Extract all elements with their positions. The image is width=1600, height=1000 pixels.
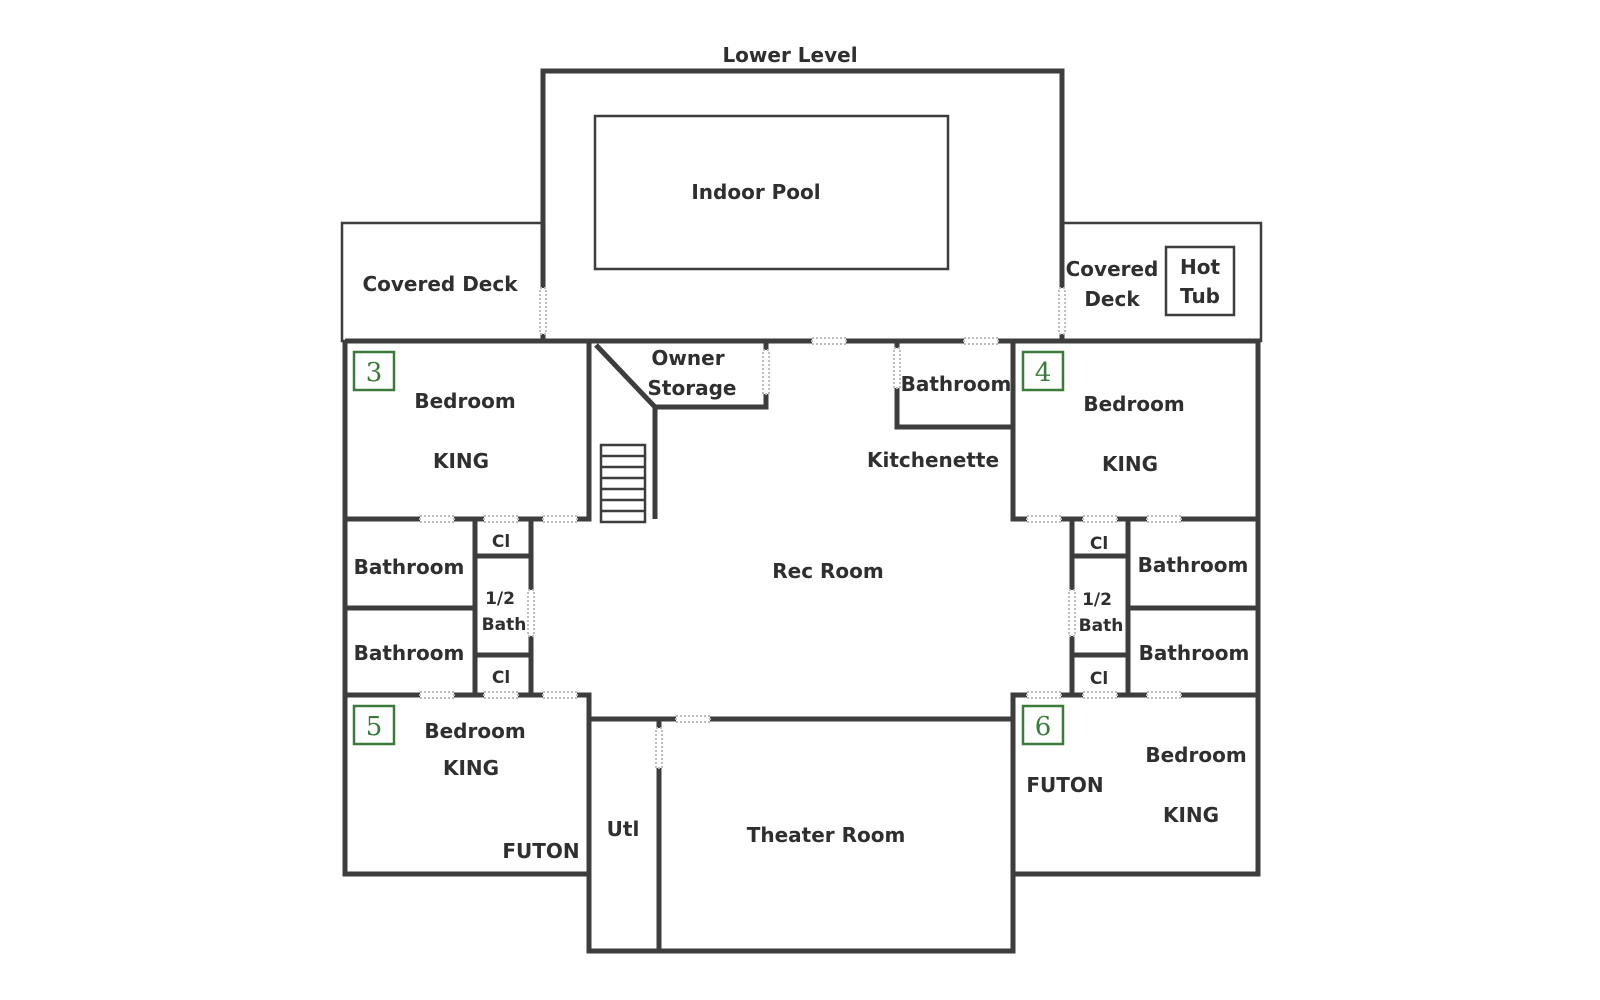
bedroom-6-extra: FUTON	[1026, 773, 1103, 797]
door	[762, 349, 770, 395]
bedroom-5-bed: KING	[443, 756, 499, 780]
left-half-bath-label-2: Bath	[482, 615, 527, 635]
doors	[419, 287, 1182, 769]
door	[1082, 515, 1118, 523]
hot-tub-label-1: Hot	[1180, 255, 1220, 279]
bedroom-badges: 3 4 5 6	[352, 350, 1065, 746]
stairs	[599, 443, 647, 524]
storage-diagonal	[594, 343, 657, 409]
hot-tub-label-2: Tub	[1180, 284, 1220, 308]
door	[1146, 515, 1182, 523]
door	[1146, 691, 1182, 699]
pool-hall-wall	[540, 68, 1065, 344]
bedroom-6-number: 6	[1035, 712, 1052, 742]
door	[655, 727, 663, 769]
door	[419, 691, 455, 699]
door	[893, 347, 901, 389]
left-bathroom-2-label: Bathroom	[354, 641, 465, 665]
left-half-bath-label-1: 1/2	[485, 589, 515, 609]
floor-title: Lower Level	[722, 43, 857, 67]
utl-label: Utl	[607, 817, 640, 841]
theater-room-label: Theater Room	[747, 823, 906, 847]
door	[1026, 691, 1062, 699]
indoor-pool-outline	[593, 114, 950, 271]
right-bathroom-1-label: Bathroom	[1138, 553, 1249, 577]
left-bathroom-1-label: Bathroom	[354, 555, 465, 579]
owner-storage-label-1: Owner	[651, 346, 724, 370]
bedroom-5-extra: FUTON	[502, 839, 579, 863]
door	[539, 287, 547, 335]
bedroom-4-label: Bedroom	[1083, 392, 1184, 416]
right-closet-1-label: Cl	[1090, 534, 1108, 554]
door	[1026, 515, 1062, 523]
left-closet-1-label: Cl	[492, 532, 510, 552]
top-right-bathroom-label: Bathroom	[901, 372, 1012, 396]
right-bathroom-2-label: Bathroom	[1139, 641, 1250, 665]
stairs-outline	[599, 443, 647, 524]
bedroom-3-bed: KING	[433, 449, 489, 473]
bedroom-4-bed: KING	[1102, 452, 1158, 476]
door	[1068, 589, 1076, 637]
covered-deck-right-label-1: Covered	[1066, 257, 1159, 281]
bedroom-6-bed: KING	[1163, 803, 1219, 827]
bedroom-4-badge	[1021, 350, 1065, 392]
bedroom-6-label: Bedroom	[1145, 743, 1246, 767]
hot-tub-outline	[1164, 245, 1236, 317]
door	[811, 337, 847, 345]
bedroom-3-badge	[352, 350, 396, 392]
bedroom-4-number: 4	[1035, 358, 1052, 388]
bedroom-6-badge	[1021, 704, 1065, 746]
bedroom-5-number: 5	[366, 712, 383, 742]
door	[483, 515, 519, 523]
owner-storage-label-2: Storage	[648, 376, 737, 400]
bedroom-5-badge	[352, 704, 396, 746]
door	[419, 515, 455, 523]
covered-deck-left-label: Covered Deck	[362, 272, 518, 296]
door	[675, 715, 711, 723]
covered-deck-right-outline	[1060, 221, 1263, 343]
right-closet-2-label: Cl	[1090, 669, 1108, 689]
bedroom-3-number: 3	[366, 358, 383, 388]
bedroom-3-label: Bedroom	[414, 389, 515, 413]
room-labels: Indoor Pool Covered Deck Covered Deck Ho…	[354, 180, 1250, 863]
left-closet-2-label: Cl	[492, 668, 510, 688]
door	[542, 515, 578, 523]
covered-deck-right-label-2: Deck	[1084, 287, 1140, 311]
kitchenette-label: Kitchenette	[867, 448, 999, 472]
rec-room-label: Rec Room	[772, 559, 884, 583]
door	[1058, 287, 1066, 335]
main-outline	[342, 338, 1261, 954]
door	[1082, 691, 1118, 699]
right-half-bath-label-2: Bath	[1079, 616, 1124, 636]
door	[963, 337, 999, 345]
bedroom-5-label: Bedroom	[424, 719, 525, 743]
door	[542, 691, 578, 699]
indoor-pool-label: Indoor Pool	[691, 180, 820, 204]
right-half-bath-label-1: 1/2	[1082, 590, 1112, 610]
door	[527, 589, 535, 637]
door	[483, 691, 519, 699]
